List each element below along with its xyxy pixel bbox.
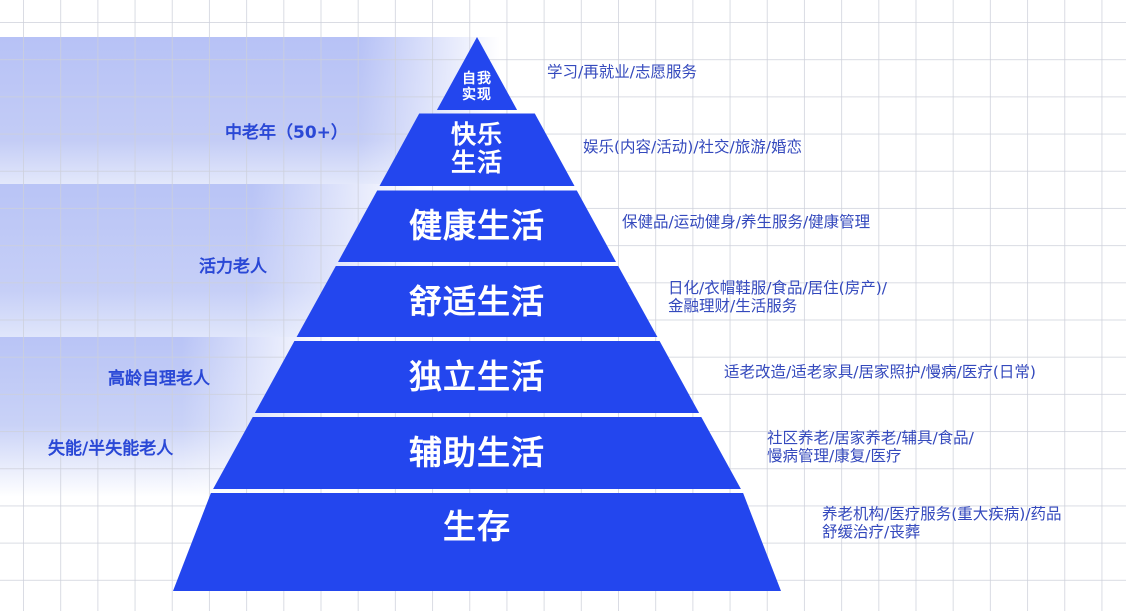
tier-label-healthy-life: 健康生活 bbox=[409, 206, 545, 245]
description-line: 适老改造/适老家具/居家照护/慢病/医疗(日常) bbox=[724, 363, 1036, 381]
tier-label-assisted-life: 辅助生活 bbox=[409, 433, 545, 472]
tier-description-assisted-life: 社区养老/居家养老/辅具/食品/ 慢病管理/康复/医疗 bbox=[767, 429, 974, 465]
description-line: 保健品/运动健身/养生服务/健康管理 bbox=[622, 213, 871, 231]
tier-description-survival: 养老机构/医疗服务(重大疾病)/药品 舒缓治疗/丧葬 bbox=[822, 505, 1062, 541]
tier-description-healthy-life: 保健品/运动健身/养生服务/健康管理 bbox=[622, 213, 870, 231]
group-label-senior-self-care: 高龄自理老人 bbox=[108, 369, 210, 389]
description-line: 娱乐(内容/活动)/社交/旅游/婚恋 bbox=[583, 138, 802, 156]
group-label-middle-aged: 中老年（50+） bbox=[225, 123, 348, 143]
tier-label-independent-life: 独立生活 bbox=[409, 357, 545, 396]
description-line: 舒缓治疗/丧葬 bbox=[822, 523, 921, 541]
group-label-active-elderly: 活力老人 bbox=[199, 257, 267, 277]
tier-label-line: 自我 bbox=[462, 71, 492, 87]
tier-description-self-actualization: 学习/再就业/志愿服务 bbox=[547, 63, 697, 81]
description-line: 慢病管理/康复/医疗 bbox=[767, 447, 902, 465]
description-line: 金融理财/生活服务 bbox=[668, 297, 798, 315]
tier-label-comfortable-life: 舒适生活 bbox=[409, 282, 545, 321]
tier-description-happy-life: 娱乐(内容/活动)/社交/旅游/婚恋 bbox=[583, 138, 802, 156]
tier-label-line: 实现 bbox=[462, 87, 492, 103]
description-line: 学习/再就业/志愿服务 bbox=[547, 63, 697, 81]
description-line: 养老机构/医疗服务(重大疾病)/药品 bbox=[822, 505, 1062, 523]
description-line: 日化/衣帽鞋服/食品/居住(房产)/ bbox=[668, 279, 887, 297]
group-label-disabled: 失能/半失能老人 bbox=[48, 439, 174, 459]
description-line: 社区养老/居家养老/辅具/食品/ bbox=[767, 429, 974, 447]
tier-label-line: 生活 bbox=[450, 148, 504, 177]
tier-label-line: 快乐 bbox=[450, 120, 504, 149]
tier-description-comfortable-life: 日化/衣帽鞋服/食品/居住(房产)/ 金融理财/生活服务 bbox=[668, 279, 887, 315]
tier-description-independent-life: 适老改造/适老家具/居家照护/慢病/医疗(日常) bbox=[724, 363, 1036, 381]
tier-label-self-actualization: 自我 实现 bbox=[462, 71, 492, 103]
tier-label-happy-life: 快乐 生活 bbox=[451, 121, 503, 177]
tier-label-survival: 生存 bbox=[443, 507, 511, 546]
